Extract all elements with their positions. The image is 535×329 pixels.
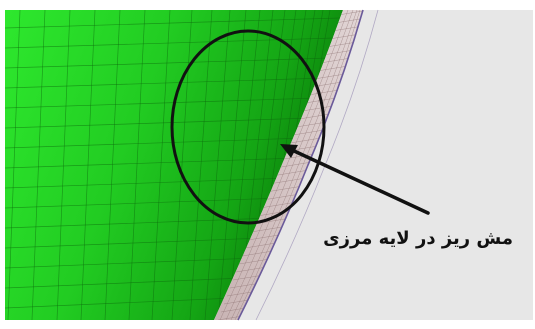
wall-edge-line-outer — [255, 9, 379, 321]
highlight-circle — [170, 29, 326, 225]
boundary-layer-annotation-label: مش ریز در لایه مرزی — [323, 228, 513, 249]
wall-edge-line — [237, 9, 364, 321]
annotation-arrow — [280, 144, 430, 215]
